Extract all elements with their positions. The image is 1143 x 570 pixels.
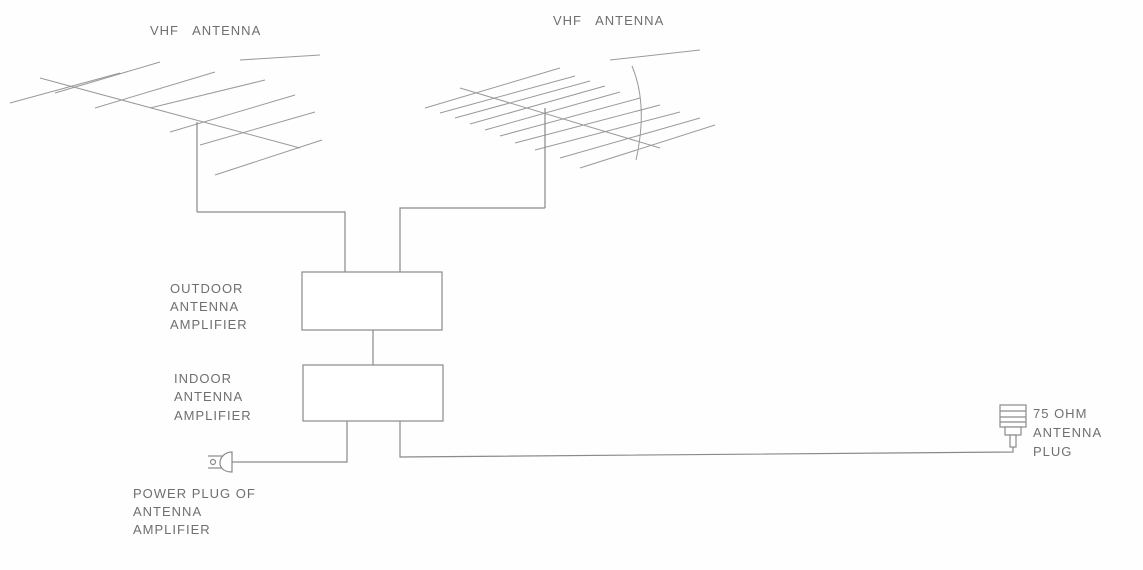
right-antenna-element [424, 67, 561, 109]
right-antenna-reflector [631, 65, 642, 161]
indoor-amplifier-label-line: ANTENNA [174, 389, 243, 404]
indoor-amplifier-box [302, 364, 444, 422]
right-antenna-element [439, 75, 576, 114]
power-plug-label-line: AMPLIFIER [133, 522, 211, 537]
right-antenna-label: VHF ANTENNA [553, 13, 664, 28]
coax-plug-icon [999, 404, 1027, 448]
left-vhf-antenna-icon [9, 54, 323, 212]
power-plug-label-line: POWER PLUG OF [133, 486, 256, 501]
feed-lines [197, 207, 545, 272]
right-vhf-antenna-icon [424, 49, 716, 208]
antenna-cable-line [399, 421, 1014, 458]
indoor-amplifier-label-line: AMPLIFIER [174, 408, 252, 423]
left-feed-line [197, 211, 346, 272]
left-antenna-element [169, 94, 296, 133]
right-feed-line [399, 207, 545, 272]
left-antenna-element [9, 72, 121, 104]
indoor-amplifier-label-line: INDOOR [174, 371, 232, 386]
right-antenna-element [609, 49, 701, 61]
power-plug-icon [208, 451, 240, 473]
right-antenna-element [559, 117, 701, 159]
outdoor-amplifier-box [301, 271, 443, 331]
indoor-amplifier-label: INDOOR ANTENNA AMPLIFIER [174, 371, 252, 423]
left-antenna-element [54, 61, 161, 94]
right-antenna-element [484, 91, 621, 131]
antenna-plug-label: 75 OHM ANTENNA PLUG [1033, 406, 1102, 459]
right-antenna-element [469, 85, 606, 125]
right-antenna-element [514, 104, 661, 144]
left-antenna-element [214, 139, 323, 176]
left-antenna-element [199, 111, 316, 146]
left-antenna-element [149, 79, 266, 109]
left-antenna-boom [39, 77, 301, 149]
power-cable-line [240, 421, 348, 463]
left-antenna-element [239, 54, 321, 61]
right-antenna-element [534, 111, 681, 151]
right-antenna-element [499, 97, 641, 137]
power-plug-label-line: ANTENNA [133, 504, 202, 519]
right-antenna-element [579, 124, 716, 169]
outdoor-amplifier-label-line: ANTENNA [170, 299, 239, 314]
power-plug-label: POWER PLUG OF ANTENNA AMPLIFIER [133, 486, 256, 537]
left-antenna-label: VHF ANTENNA [150, 23, 261, 38]
outdoor-amplifier-label-line: OUTDOOR [170, 281, 243, 296]
antenna-plug-label-line: ANTENNA [1033, 425, 1102, 440]
antenna-plug-label-line: PLUG [1033, 444, 1072, 459]
outdoor-amplifier-label: OUTDOOR ANTENNA AMPLIFIER [170, 281, 248, 332]
antenna-plug-label-line: 75 OHM [1033, 406, 1087, 421]
outdoor-amplifier-label-line: AMPLIFIER [170, 317, 248, 332]
left-antenna-element [94, 71, 216, 109]
right-antenna-element [454, 80, 591, 119]
